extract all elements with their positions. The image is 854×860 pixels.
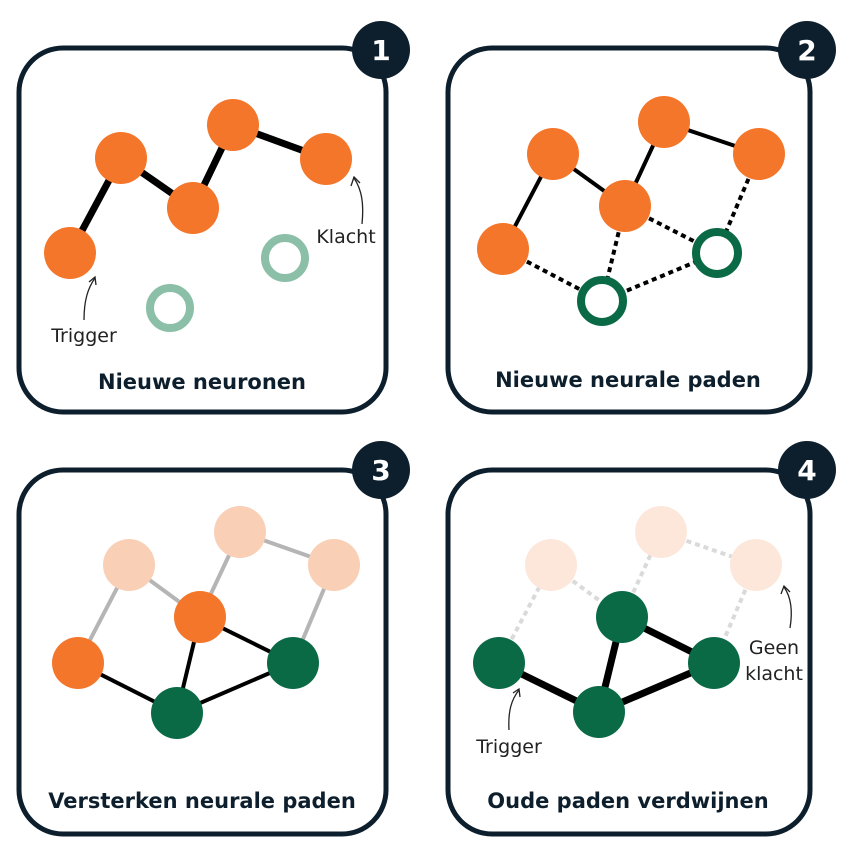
- faded-neuron: [308, 539, 360, 591]
- new-neuron-ring: [146, 284, 194, 332]
- trigger-label: Trigger: [475, 736, 542, 758]
- panel-3: Versterken neurale paden 3: [16, 441, 410, 837]
- annotation-arrow: [83, 277, 96, 321]
- new-neuron-ring: [577, 276, 627, 326]
- panel-2: Nieuwe neurale paden 2: [445, 21, 836, 415]
- annotation-arrow: [353, 177, 364, 225]
- neuron: [167, 182, 219, 234]
- strengthened-neuron: [151, 687, 203, 739]
- panel-title: Oude paden verdwijnen: [487, 789, 768, 813]
- annotation-arrow-head: [350, 175, 361, 187]
- disappearing-link: [620, 531, 663, 618]
- strengthened-neuron: [573, 686, 625, 738]
- neuron: [300, 133, 352, 185]
- neuron: [44, 227, 96, 279]
- neuron: [52, 637, 104, 689]
- step-badge: [352, 21, 410, 79]
- panel-title: Nieuwe neurale paden: [495, 368, 761, 392]
- annotation-arrow-head: [780, 584, 791, 595]
- complaint-label: Klacht: [316, 226, 375, 248]
- step-number: 2: [797, 34, 816, 67]
- panel-title: Nieuwe neuronen: [98, 370, 306, 394]
- neuron: [527, 128, 579, 180]
- step-badge: [778, 441, 836, 499]
- panel-1: Trigger Klacht Nieuwe neuronen 1: [16, 21, 410, 415]
- faded-neuron: [635, 506, 687, 558]
- strengthened-neuron: [267, 637, 319, 689]
- panel-1-frame: [16, 45, 389, 415]
- step-number: 4: [797, 454, 816, 487]
- panel-3-frame: [16, 467, 389, 837]
- step-number: 3: [371, 454, 390, 487]
- new-neuron-ring: [261, 234, 309, 282]
- neuron: [733, 128, 785, 180]
- neuron: [477, 223, 529, 275]
- strengthened-neuron: [688, 637, 740, 689]
- strengthened-neuron: [596, 591, 648, 643]
- faded-neuron: [730, 539, 782, 591]
- neuron: [174, 591, 226, 643]
- neuron: [207, 99, 259, 151]
- neuron: [95, 132, 147, 184]
- step-number: 1: [371, 34, 390, 67]
- neuron: [638, 96, 690, 148]
- faded-neuron: [214, 506, 266, 558]
- annotation-arrow: [508, 689, 520, 731]
- panel-title: Versterken neurale paden: [48, 789, 356, 813]
- step-badge: [778, 21, 836, 79]
- no-complaint-label: klacht: [745, 663, 803, 685]
- panel-4: Trigger Geen klacht Oude paden verdwijne…: [445, 441, 836, 837]
- new-neuron-ring: [692, 228, 742, 278]
- annotation-arrow: [783, 586, 792, 629]
- trigger-label: Trigger: [50, 325, 117, 347]
- annotation-arrow-head: [512, 687, 521, 698]
- faded-neuron: [103, 539, 155, 591]
- no-complaint-label: Geen: [749, 637, 799, 659]
- panel-2-frame: [445, 45, 813, 415]
- step-badge: [352, 441, 410, 499]
- neuron: [599, 180, 651, 232]
- annotation-arrow-head: [88, 275, 97, 286]
- faded-neuron: [525, 539, 577, 591]
- strengthened-neuron: [473, 637, 525, 689]
- panel-4-frame: [445, 467, 813, 837]
